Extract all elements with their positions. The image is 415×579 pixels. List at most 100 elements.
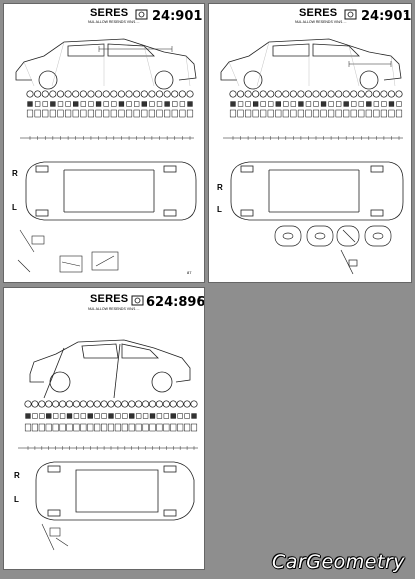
value-box xyxy=(320,109,327,118)
point-circle xyxy=(357,90,365,98)
point-symbol xyxy=(108,413,114,419)
point-circle xyxy=(244,90,252,98)
camera-icon xyxy=(131,295,144,306)
car-side-outline xyxy=(15,38,197,90)
page-2-code: 24:901 xyxy=(361,9,411,24)
value-box xyxy=(229,109,237,118)
point-circle xyxy=(236,90,245,98)
camera-icon xyxy=(344,9,357,20)
point-symbol xyxy=(73,101,79,107)
point-symbol xyxy=(42,101,48,107)
point-symbol xyxy=(252,101,259,107)
value-box xyxy=(125,109,133,118)
point-symbol xyxy=(184,413,190,419)
point-symbol xyxy=(358,101,364,107)
point-symbol xyxy=(298,101,304,107)
value-box xyxy=(148,109,155,118)
point-symbol xyxy=(134,101,140,107)
point-circle xyxy=(121,400,129,408)
left-side-label: L xyxy=(14,495,19,504)
value-box xyxy=(305,109,312,118)
point-symbol xyxy=(136,413,142,419)
point-circle xyxy=(387,90,396,98)
diagram-page-1: SERES NUL ALLOW RESENDS VIN/1 ... 24:901… xyxy=(3,3,205,283)
value-box xyxy=(170,423,177,432)
point-symbol xyxy=(101,413,107,419)
value-box xyxy=(24,423,32,432)
value-box xyxy=(245,109,252,118)
point-symbol xyxy=(156,413,163,419)
point-symbol xyxy=(149,101,155,107)
point-circle xyxy=(327,90,335,98)
value-box xyxy=(87,109,95,118)
point-circle xyxy=(79,90,87,98)
car-top-outline xyxy=(230,161,404,221)
point-symbol xyxy=(283,101,289,107)
value-box xyxy=(107,423,115,432)
point-circle xyxy=(102,90,110,98)
point-circle xyxy=(252,90,260,98)
point-symbol xyxy=(25,413,31,419)
point-symbol xyxy=(88,101,94,107)
point-symbol xyxy=(290,101,297,107)
value-box xyxy=(133,109,140,118)
value-table-row xyxy=(229,109,403,118)
value-box xyxy=(190,423,198,432)
value-box xyxy=(141,109,148,118)
point-symbol xyxy=(396,101,402,107)
point-symbol xyxy=(95,101,102,107)
value-box xyxy=(365,109,372,118)
point-symbol xyxy=(59,413,66,419)
point-circle xyxy=(350,90,358,98)
car-side-outline xyxy=(220,38,402,90)
point-circle xyxy=(24,400,32,408)
point-symbol xyxy=(328,101,334,107)
detail-sketch xyxy=(17,229,119,273)
point-symbol xyxy=(87,413,93,419)
car-top-outline xyxy=(25,161,197,221)
symbol-row xyxy=(25,413,197,419)
left-side-label: L xyxy=(12,203,17,212)
point-circle xyxy=(183,400,191,408)
dimension-line xyxy=(348,61,392,67)
page-2-subtitle: NUL ALLOW RESENDS VIN/1 ... xyxy=(295,20,346,24)
point-symbol xyxy=(122,413,128,419)
point-symbol xyxy=(39,413,45,419)
point-symbol xyxy=(73,413,80,419)
point-symbol xyxy=(50,101,56,107)
measurement-point-circles xyxy=(24,400,198,408)
left-side-label: L xyxy=(217,205,222,214)
page-1-subtitle: NUL ALLOW RESENDS VIN/1 ... xyxy=(88,20,139,24)
point-symbol xyxy=(373,101,380,107)
dimension-line xyxy=(98,46,173,52)
point-symbol xyxy=(237,101,244,107)
point-symbol xyxy=(172,101,178,107)
cargeometry-logo: CarGeometry xyxy=(272,551,405,573)
point-circle xyxy=(34,90,42,98)
value-box xyxy=(156,109,163,118)
point-symbol xyxy=(115,413,121,419)
page-1-sheet-number: 1 xyxy=(197,10,200,16)
value-box xyxy=(26,109,34,118)
point-symbol xyxy=(305,101,312,107)
point-circle xyxy=(72,400,80,408)
point-circle xyxy=(128,400,136,408)
value-box xyxy=(31,423,38,432)
point-circle xyxy=(133,90,141,98)
point-symbol xyxy=(94,413,100,419)
tolerance-axis xyxy=(18,446,198,450)
point-symbol xyxy=(179,101,186,107)
point-symbol xyxy=(80,101,86,107)
suv-side-outline xyxy=(29,339,191,399)
value-box xyxy=(164,109,171,118)
point-symbol xyxy=(230,101,236,107)
value-box xyxy=(118,109,125,118)
point-circle xyxy=(41,90,49,98)
page-1-brand: SERES xyxy=(90,7,128,19)
point-circle xyxy=(155,90,164,98)
point-circle xyxy=(56,90,65,98)
page-3-drawing: SERES NUL ALLOW RESENDS VIN/1 ... 624:89… xyxy=(14,293,204,551)
point-circle xyxy=(64,90,72,98)
point-circle xyxy=(148,400,157,408)
point-circle xyxy=(72,90,80,98)
